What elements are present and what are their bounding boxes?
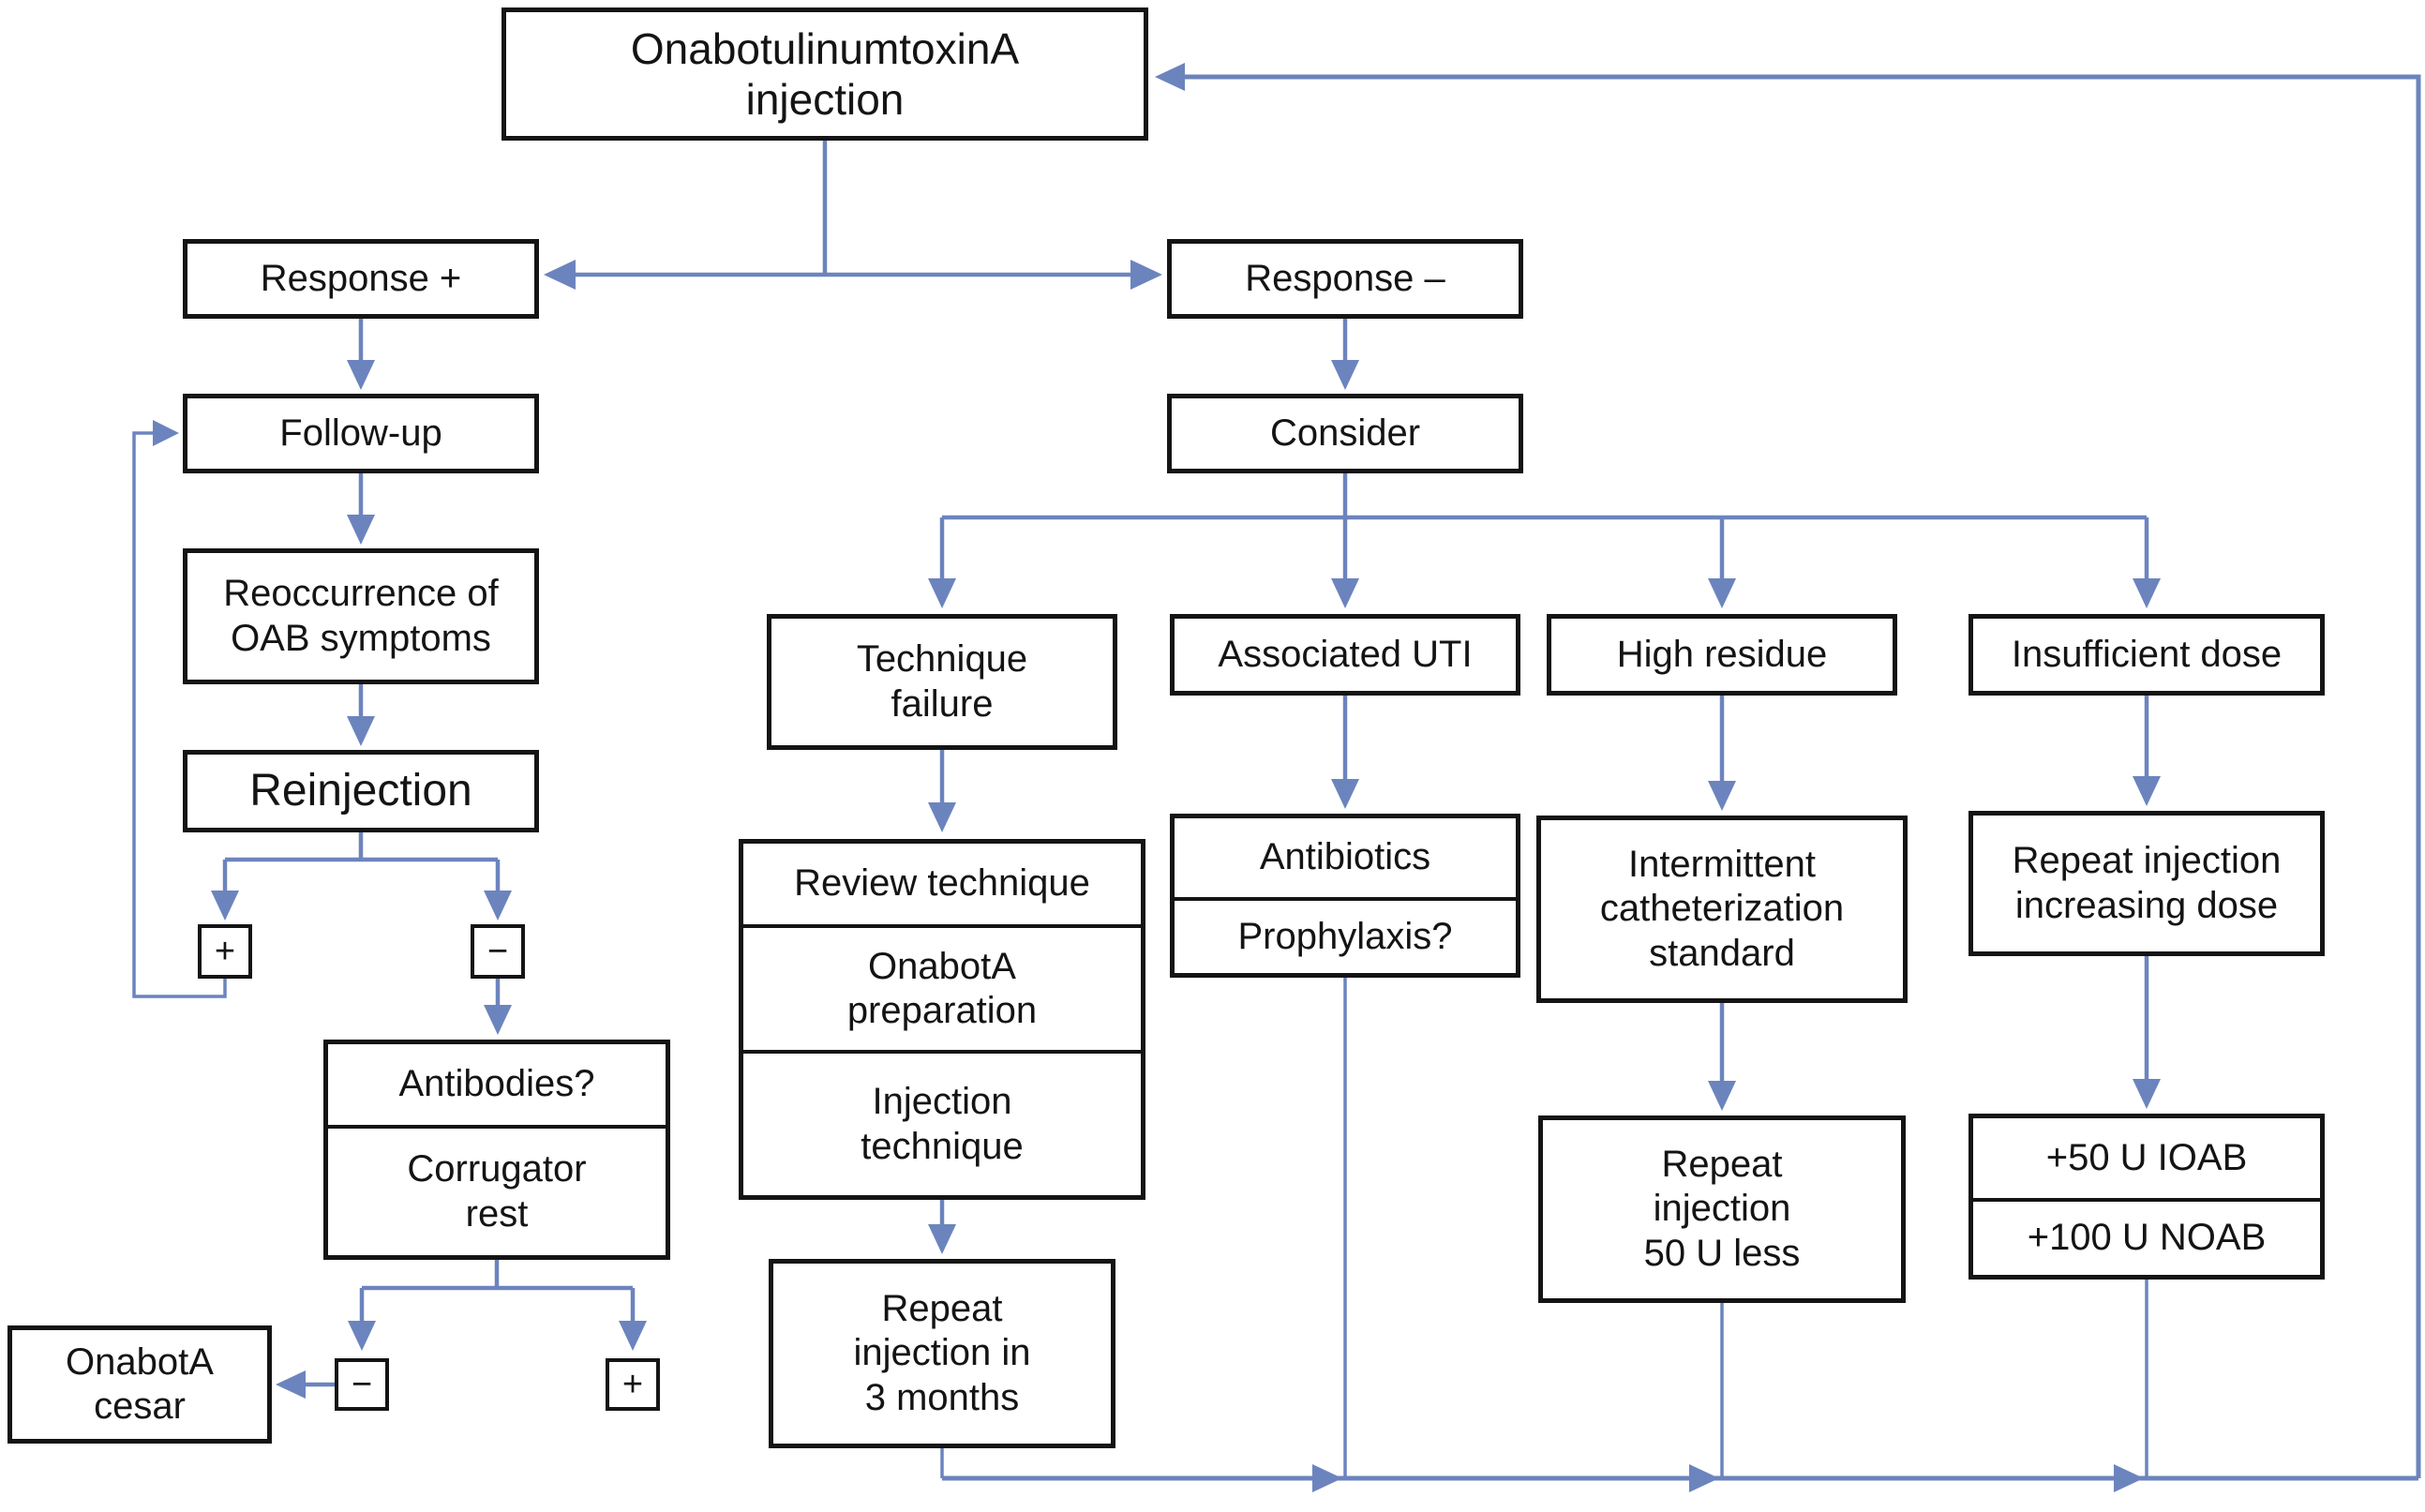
compartment-dose-ioab: +50 U IOAB bbox=[2045, 1136, 2248, 1178]
node-dose-group: +50 U IOAB +100 U NOAB bbox=[1968, 1114, 2325, 1280]
node-consider: Consider bbox=[1167, 394, 1523, 473]
node-review-technique-group: Review technique OnabotA preparation Inj… bbox=[739, 839, 1145, 1200]
compartment-onabota-preparation: OnabotA preparation bbox=[743, 924, 1141, 1050]
compartment-injection-technique: Injection technique bbox=[743, 1050, 1141, 1195]
edge-feedback-to-start bbox=[1183, 74, 2421, 1478]
compartment-prophylaxis: Prophylaxis? bbox=[1175, 897, 1516, 973]
node-insufficient-dose: Insufficient dose bbox=[1968, 614, 2325, 696]
node-response-minus: Response – bbox=[1167, 239, 1523, 319]
arrow-to-response-minus bbox=[1130, 260, 1162, 290]
node-high-residue: High residue bbox=[1547, 614, 1897, 696]
node-repeat-increasing: Repeat injection increasing dose bbox=[1968, 811, 2325, 956]
node-response-plus: Response + bbox=[183, 239, 539, 319]
node-repeat-50-less: Repeat injection 50 U less bbox=[1538, 1115, 1906, 1303]
node-technique-failure: Technique failure bbox=[767, 614, 1117, 750]
node-onabota-cesar: OnabotA cesar bbox=[7, 1325, 272, 1444]
node-minus-after-corrugator: − bbox=[335, 1358, 389, 1411]
node-reoccurrence: Reoccurrence of OAB symptoms bbox=[183, 548, 539, 684]
compartment-antibodies: Antibodies? bbox=[398, 1063, 595, 1105]
compartment-antibiotics: Antibiotics bbox=[1259, 836, 1431, 878]
node-associated-uti: Associated UTI bbox=[1170, 614, 1520, 696]
node-start: OnabotulinumtoxinA injection bbox=[501, 7, 1148, 141]
edge-start-split bbox=[574, 141, 1132, 277]
node-minus-after-reinjection: − bbox=[471, 924, 525, 979]
compartment-dose-noab: +100 U NOAB bbox=[1973, 1198, 2320, 1275]
compartment-corrugator-rest: Corrugator rest bbox=[328, 1125, 666, 1255]
node-reinjection: Reinjection bbox=[183, 750, 539, 832]
node-antibodies-corrugator: Antibodies? Corrugator rest bbox=[323, 1040, 670, 1260]
edge-loop-followup bbox=[132, 431, 227, 998]
compartment-review-technique: Review technique bbox=[794, 862, 1090, 905]
node-intermittent-cath: Intermittent catheterization standard bbox=[1536, 816, 1908, 1003]
node-plus-after-reinjection: + bbox=[198, 924, 252, 979]
node-antibiotics-group: Antibiotics Prophylaxis? bbox=[1170, 814, 1520, 978]
node-follow-up: Follow-up bbox=[183, 394, 539, 473]
edge-consider-spread bbox=[939, 473, 2149, 578]
node-plus-after-corrugator: + bbox=[606, 1358, 660, 1411]
arrow-to-response-plus bbox=[544, 260, 576, 290]
node-repeat-3-months: Repeat injection in 3 months bbox=[769, 1259, 1115, 1448]
